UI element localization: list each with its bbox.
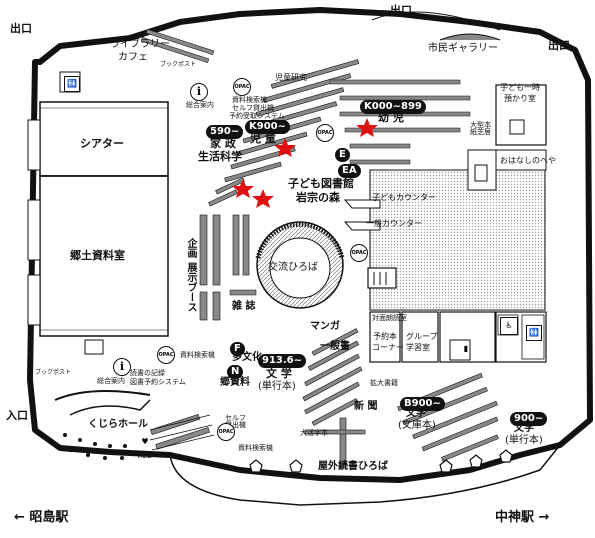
opac-icon[interactable]: OPAC xyxy=(350,244,368,262)
reserve-system-label: 予約受取システム xyxy=(229,112,285,120)
bunko-code-tag: B900~ xyxy=(400,397,445,411)
reading-record-label: 読書の記録 xyxy=(130,369,165,377)
outdoor-reading-label: 屋外読書ひろば xyxy=(318,461,388,472)
whale-hall-label: くじらホール xyxy=(88,419,148,430)
search-machine-label: 資料検索機 xyxy=(232,96,267,104)
reserve-corner-label: 予約本 xyxy=(373,332,397,341)
n-tag: N xyxy=(227,365,244,379)
f-tag: F xyxy=(230,342,245,356)
elevator-icon: ▮ xyxy=(463,344,469,353)
literature-label: 文 学 xyxy=(266,367,292,380)
info-icon: i xyxy=(190,83,208,101)
large-text-label: 大活字本 xyxy=(300,429,328,437)
reserve-corner-label: コーナー xyxy=(372,343,404,352)
group-room-label: 学習室 xyxy=(406,343,430,352)
opac-icon[interactable]: OPAC xyxy=(233,78,251,96)
children-research-label: 児童研究 xyxy=(275,73,307,82)
ipad-label: 資料検索機 xyxy=(238,444,273,452)
infant-label: 幼 児 xyxy=(378,111,404,124)
ea-tag: EA xyxy=(338,164,361,178)
star-marker xyxy=(356,118,378,137)
star-marker xyxy=(232,179,254,198)
planning-label: 展示ブース xyxy=(185,262,196,312)
exit-label: 出口 xyxy=(548,39,570,52)
restroom-icon: 🚻 xyxy=(526,325,542,341)
bunko-label: (文庫本) xyxy=(398,420,436,431)
e-tag: E xyxy=(335,148,350,162)
self-return-label: セルフ 貸出機 xyxy=(225,414,246,429)
entrance-label: 入口 xyxy=(6,409,28,422)
kids-care-label: 子ども一時 xyxy=(500,83,540,92)
book-post-label: ブックポスト xyxy=(35,369,72,376)
home-label: 生活科学 xyxy=(198,150,242,163)
large-print-label: 拡大書籍 xyxy=(370,379,398,387)
exchange-plaza-label: 交流ひろば xyxy=(268,262,318,273)
kids-care-label: 預かり室 xyxy=(504,94,536,103)
aed-heart-icon: ♥ xyxy=(141,437,149,446)
counter-area xyxy=(369,169,546,311)
exit-label: 出口 xyxy=(390,4,412,17)
exit-label: 出口 xyxy=(10,22,32,35)
local-materials-shelf-label: 郷資料 xyxy=(220,377,250,388)
star-marker xyxy=(274,138,296,157)
hardcover2-label: (単行本) xyxy=(505,435,543,446)
kids-library-label: 子ども図書館 xyxy=(288,177,354,190)
face-reading-label: 対面朗読室 xyxy=(372,314,407,322)
children-code-tag: K900~ xyxy=(245,120,291,134)
aed-label: AED xyxy=(138,452,153,460)
theater-room xyxy=(39,101,169,177)
general-books-label: 一般書 xyxy=(320,341,350,352)
book-post-label: ブックポスト xyxy=(160,61,197,68)
wheelchair-icon: ♿ xyxy=(500,317,518,335)
direction-left: ← 昭島駅 xyxy=(14,510,69,525)
multicultural-label: 多文化 xyxy=(232,352,262,363)
kids-library-label: 岩宗の森 xyxy=(296,191,340,204)
kids-counter-label: 子どもカウンター xyxy=(372,193,436,202)
info-label: 総合案内 xyxy=(97,377,125,385)
manga-label: マンガ xyxy=(310,321,340,332)
literature2-label: 文学 xyxy=(514,423,534,434)
info-icon: i xyxy=(113,358,131,376)
library-cafe-label: カフェ xyxy=(118,52,148,63)
puppet-theater-label: 大型本 紙芝居 xyxy=(470,121,491,136)
bunko-literature-label: 文学 xyxy=(406,408,426,419)
literature2-code-tag: 900~ xyxy=(510,412,548,426)
magazines-label: 雑 誌 xyxy=(232,301,256,312)
local-materials-label: 郷土資料室 xyxy=(70,249,125,262)
infant-code-tag: K000~899 xyxy=(360,100,426,114)
general-counter-label: 一般カウンター xyxy=(366,219,422,228)
self-loan-label: セルフ貸出機 xyxy=(232,104,274,112)
newspapers-label: 新 聞 xyxy=(354,401,378,412)
home-label: 家 政 xyxy=(210,137,236,150)
reserve-room xyxy=(369,311,401,363)
star-marker xyxy=(252,189,274,208)
group-room-label: グループ xyxy=(406,332,438,341)
opac-icon[interactable]: OPAC xyxy=(316,124,334,142)
reserve-system-label: 図書予約システム xyxy=(130,378,186,386)
opac-icon[interactable]: OPAC xyxy=(157,346,175,364)
opac-icon[interactable]: OPAC xyxy=(217,423,235,441)
home-code-tag: 590~ xyxy=(206,125,244,139)
citizens-gallery-label: 市民ギャラリー xyxy=(428,43,498,54)
group-room xyxy=(401,311,439,363)
literature-code-tag: 913.6~ xyxy=(258,354,307,368)
story-room-label: おはなしのへや xyxy=(500,156,556,165)
kid-search-label: 資料検索機 xyxy=(180,351,215,359)
children-label: 児 童 xyxy=(250,132,276,145)
planning-label: 企画 xyxy=(185,238,196,258)
library-cafe-label: ライブラリー xyxy=(110,39,170,50)
direction-right: 中神駅 → xyxy=(495,510,550,525)
info-label: 総合案内 xyxy=(186,101,214,109)
hardcover-label: (単行本) xyxy=(258,381,296,392)
theater-label: シアター xyxy=(80,137,124,150)
restroom-icon: 🚻 xyxy=(64,76,80,92)
